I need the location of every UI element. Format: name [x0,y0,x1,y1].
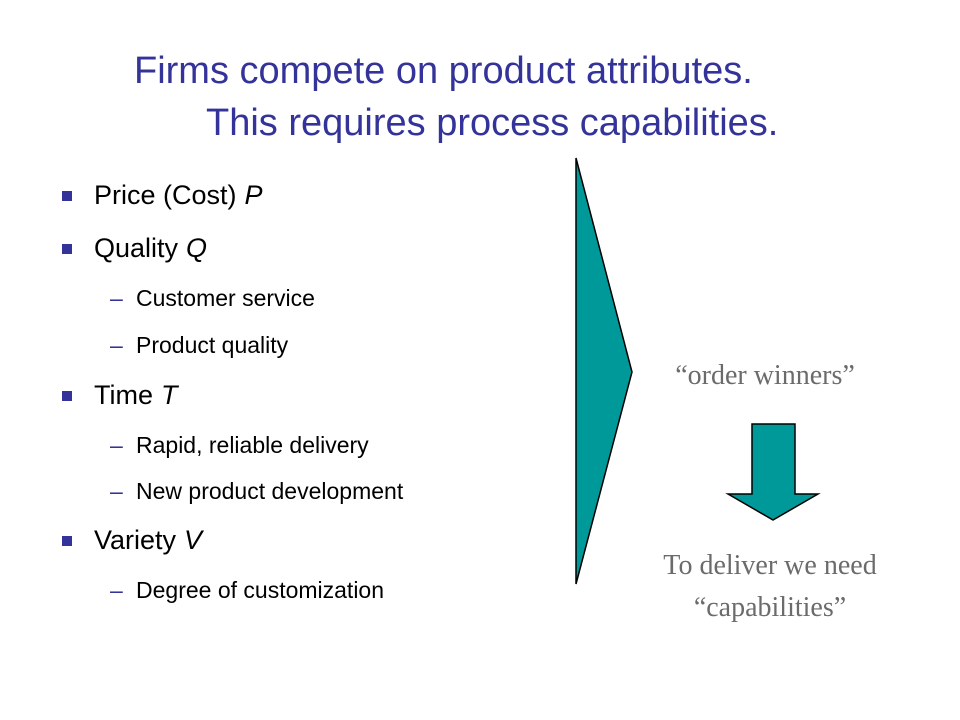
bullet-label: Price (Cost) [94,180,237,210]
sub-item-label: Product quality [136,332,289,358]
slide-title-line1: Firms compete on product attributes. [134,50,753,92]
chevron-arrow-icon [575,157,633,585]
bullet-label: Quality [94,233,179,263]
slide-title-line2: This requires process capabilities. [206,102,779,144]
bullet-item-quality: Quality Q [62,233,207,264]
bullet-letter: P [244,180,263,210]
bullet-label: Time [94,380,153,410]
sub-item-customer-service: –Customer service [110,285,315,312]
dash-marker: – [110,478,123,504]
sub-item-product-quality: –Product quality [110,332,288,359]
sub-item-label: Rapid, reliable delivery [136,432,369,458]
square-bullet-icon [62,190,72,201]
bullet-item-variety: Variety V [62,525,202,556]
square-bullet-icon [62,243,72,254]
bullet-letter: V [184,525,203,555]
sub-item-label: Customer service [136,285,315,311]
bullet-item-time: Time T [62,380,178,411]
sub-item-new-product: –New product development [110,478,403,505]
dash-marker: – [110,285,123,311]
dash-marker: – [110,332,123,358]
bullet-item-price: Price (Cost) P [62,180,263,211]
sub-item-label: Degree of customization [136,577,385,603]
sub-item-label: New product development [136,478,404,504]
square-bullet-icon [62,535,72,546]
bullet-letter: Q [186,233,208,263]
down-arrow-icon [725,423,821,521]
deliver-text-line1: To deliver we need [663,550,877,581]
bullet-label: Variety [94,525,177,555]
sub-item-customization: –Degree of customization [110,577,384,604]
dash-marker: – [110,432,123,458]
sub-item-rapid-delivery: –Rapid, reliable delivery [110,432,369,459]
deliver-text-line2: “capabilities” [693,592,847,623]
square-bullet-icon [62,390,72,401]
order-winners-text: “order winners” [675,360,855,391]
dash-marker: – [110,577,123,603]
bullet-letter: T [161,380,178,410]
